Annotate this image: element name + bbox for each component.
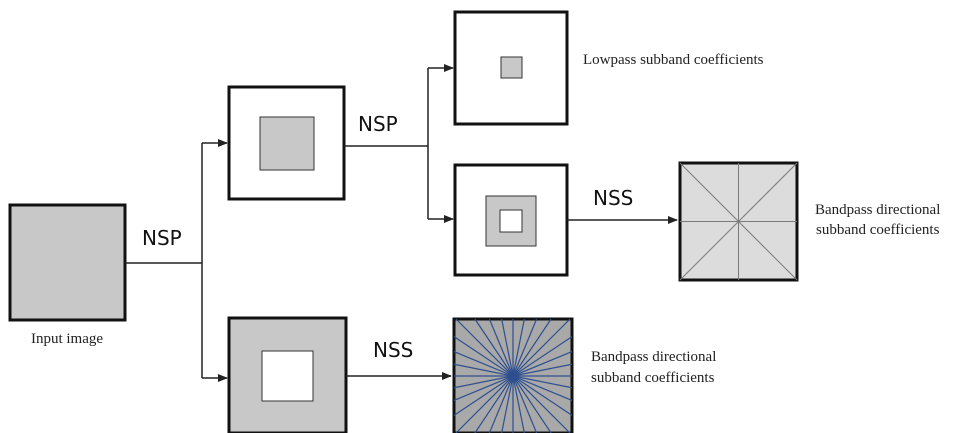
directional-lower-line xyxy=(453,363,573,389)
directional-lower-group xyxy=(452,317,574,433)
lowpass-level2-inner xyxy=(500,56,523,79)
bandpass-level2-ring xyxy=(485,195,537,247)
bandpass-upper-label-line2: subband coefficients xyxy=(816,222,940,238)
bandpass-level1-hole xyxy=(261,350,314,402)
bandpass-level2-hole xyxy=(499,209,523,233)
bandpass-upper-label-line1: Bandpass directional xyxy=(815,202,940,218)
lowpass-level1-inner xyxy=(259,116,315,171)
bandpass-lower-label-line2: subband coefficients xyxy=(591,370,715,386)
nss-label-upper: NSS xyxy=(593,186,633,210)
directional-upper-group xyxy=(678,161,799,282)
input-image-label: Input image xyxy=(31,331,103,347)
bandpass-lower-label-line1: Bandpass directional xyxy=(591,349,716,365)
nsp-label-first: NSP xyxy=(142,226,182,250)
nss-label-lower: NSS xyxy=(373,338,413,362)
nsp-label-second: NSP xyxy=(358,112,398,136)
lowpass-label: Lowpass subband coefficients xyxy=(583,52,764,68)
input-image-box xyxy=(8,203,127,322)
